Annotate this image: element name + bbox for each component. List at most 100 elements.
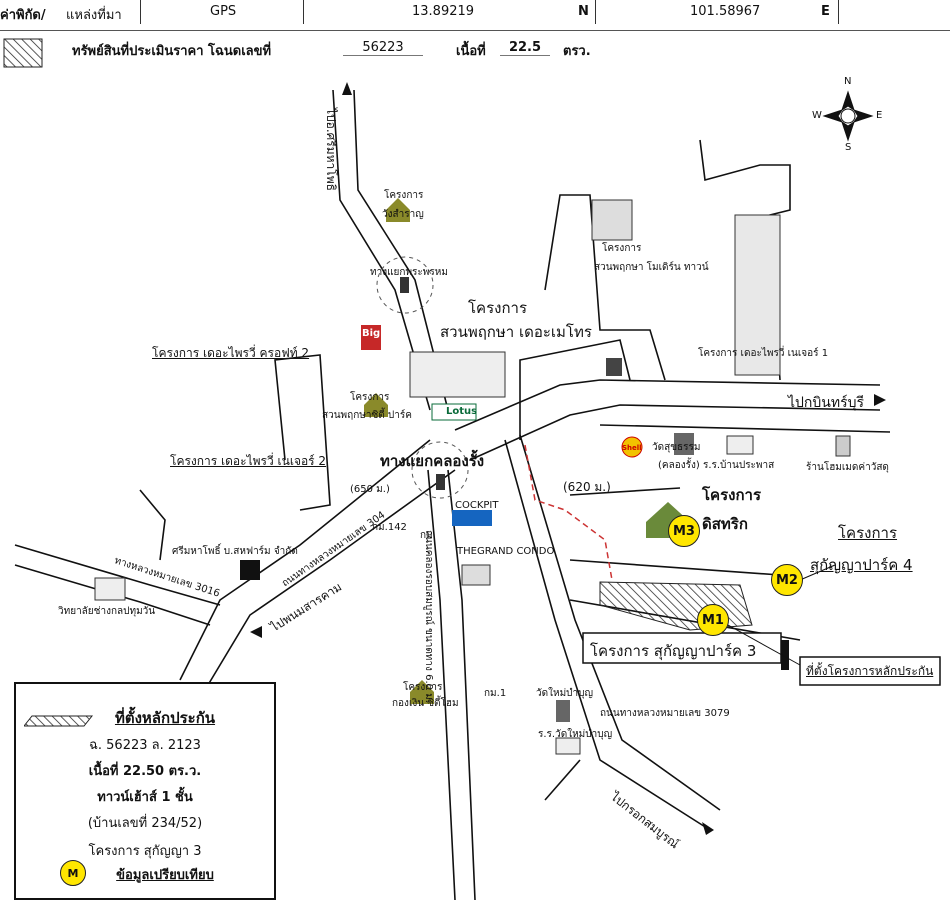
marker-m3[interactable]: M3 <box>668 515 700 547</box>
shop-icon <box>835 435 851 457</box>
soi-privy-crosoft <box>274 354 331 511</box>
road-label-srimahaphot: ไปอ.ศรีมหาโพธิ <box>324 108 338 191</box>
arrow-west-icon <box>250 626 262 638</box>
road-label-sompoi: ถนนคลองรอบสมบูรณ์ ขนาดทาง 6.0 ม. <box>423 530 434 703</box>
block-modern-town <box>591 199 633 241</box>
label-km1: กม.1 <box>484 688 507 699</box>
college-icon <box>94 577 126 601</box>
road-sompoi-west <box>427 469 456 901</box>
legend-type: ทาวน์เฮ้าส์ 1 ชั้น <box>97 790 193 805</box>
label-srimahaphot-co: ศรีมหาโพธิ์ บ.สหฟาร์ม จำกัด <box>172 546 298 557</box>
soi-wat-mai <box>544 759 581 801</box>
compass-w: W <box>812 110 822 121</box>
label-districk-1: โครงการ <box>702 486 762 504</box>
label-shell: Shell <box>622 444 642 452</box>
label-junction-klong-rang: ทางแยกคลองรั้ง <box>380 452 485 470</box>
road-label-kabinburi: ไปกบินทร์บุรี <box>788 395 865 411</box>
road-kabinburi-north <box>454 379 881 431</box>
road-3016-north <box>14 544 221 606</box>
label-metro-2: สวนพฤกษา เดอะเมโทร <box>440 323 592 341</box>
legend-house-no: (บ้านเลขที่ 234/52) <box>87 816 203 831</box>
factory-icon <box>240 560 260 580</box>
subheader-label: ทรัพย์สินที่ประเมินราคา โฉนดเลขที่ <box>72 44 272 59</box>
lon-value: 101.58967 <box>690 4 761 19</box>
arrow-east-icon <box>874 394 886 406</box>
label-collateral-site: ที่ตั้งโครงการหลักประกัน <box>806 664 934 678</box>
temple-icon <box>556 700 570 722</box>
traffic-light-icon <box>436 474 445 490</box>
deed-no: 56223 <box>343 40 423 56</box>
road-label-3079: ถนนทางหลวงหมายเลข 3079 <box>600 708 730 719</box>
label-privy-nature-1: โครงการ เดอะไพรวี่ เนเจอร์ 1 <box>698 348 829 359</box>
lon-dir: E <box>821 4 830 19</box>
lotus-logo <box>431 403 477 421</box>
label-cockpit: COCKPIT <box>455 500 499 511</box>
sukanya3-box <box>582 632 782 664</box>
soi-districk <box>569 487 681 496</box>
divider <box>140 0 141 24</box>
area-label: เนื้อที่ <box>456 44 486 59</box>
cockpit-icon <box>452 510 492 526</box>
label-city-1: โครงการ <box>350 392 390 403</box>
house-icon <box>410 680 434 704</box>
shell-icon <box>621 436 643 458</box>
legend-project: โครงการ สุกัญญา 3 <box>88 844 202 859</box>
lat-dir: N <box>578 4 589 19</box>
marker-m2[interactable]: M2 <box>771 564 803 596</box>
collateral-area <box>599 581 753 631</box>
label-privy-crosoft: โครงการ เดอะไพรวี่ ครอฟท์ 2 <box>152 346 310 360</box>
junction-klong-rang <box>411 441 469 499</box>
label-sukanya3: โครงการ สุกัญญาปาร์ค 3 <box>590 642 757 660</box>
road-srimahaphot-west <box>332 89 431 411</box>
label-p-wangsaran-name: วังสำราญ <box>382 209 424 220</box>
label-college: วิทยาลัยช่างกลปทุมวัน <box>58 606 156 617</box>
divider <box>303 0 304 24</box>
road-3079-west <box>504 439 711 831</box>
label-shop-home: ร้านโฮมเมดค่าวัสดุ <box>806 462 889 473</box>
legend-deed: ฉ. 56223 ล. 2123 <box>89 738 201 753</box>
compass-n: N <box>844 76 852 87</box>
label-metro-1: โครงการ <box>468 299 528 317</box>
label-wat-mai-2: ร.ร.วัดใหม่บำบุญ <box>538 729 613 740</box>
traffic-light-icon <box>400 277 409 293</box>
house-icon <box>364 393 388 417</box>
pointer-line <box>799 564 836 581</box>
legend-hatch-icon <box>24 715 94 727</box>
condo-icon <box>461 564 491 586</box>
label-kongngern-1: โครงการ <box>403 682 443 693</box>
collateral-site-box <box>799 656 941 686</box>
label-modern-1: โครงการ <box>602 243 642 254</box>
label-wat-sukhtham: วัดสุขธรรม <box>652 442 701 453</box>
road-3016-south <box>14 564 211 626</box>
marker-m1[interactable]: M1 <box>697 604 729 636</box>
lat-value: 13.89219 <box>412 4 475 19</box>
legend-m-icon: M <box>60 860 86 886</box>
label-p-wangsaran: โครงการ <box>384 190 424 201</box>
soi-modern-town <box>544 194 666 381</box>
soi-sukanya4-north <box>569 559 781 576</box>
label-big-c: Big <box>362 328 381 339</box>
label-thegrand: THEGRAND CONDO <box>457 546 555 557</box>
big-c-icon <box>361 325 381 350</box>
label-km142: กม.142 <box>372 522 407 533</box>
soi-metro <box>519 339 631 440</box>
area-value: 22.5 <box>500 40 550 56</box>
source-label: แหล่งที่มา <box>66 8 122 23</box>
compass-e: E <box>876 110 883 121</box>
soi-wat <box>599 424 891 433</box>
arrow-north-icon <box>342 82 352 95</box>
compass-s: S <box>845 142 852 153</box>
coord-label: ค่าพิกัด/ <box>0 8 46 23</box>
label-dist-650: (650 ม.) <box>350 484 390 495</box>
label-sukanya4-1: โครงการ <box>838 524 898 542</box>
road-srimahaphot-east <box>353 89 449 411</box>
route-path <box>524 444 613 581</box>
label-city-2: สวนพฤกษาซิตี้ ปาร์ค <box>322 410 412 421</box>
school-icon <box>726 435 754 455</box>
legend-box: ที่ตั้งหลักประกัน ฉ. 56223 ล. 2123 เนื้อ… <box>14 682 276 900</box>
block-metro <box>409 351 506 398</box>
legend-title: ที่ตั้งหลักประกัน <box>114 709 216 727</box>
label-sukanya4-2: สุกัญญาปาร์ค 4 <box>810 556 913 574</box>
hatch-swatch-icon <box>3 38 43 68</box>
road-304-south <box>204 469 456 691</box>
